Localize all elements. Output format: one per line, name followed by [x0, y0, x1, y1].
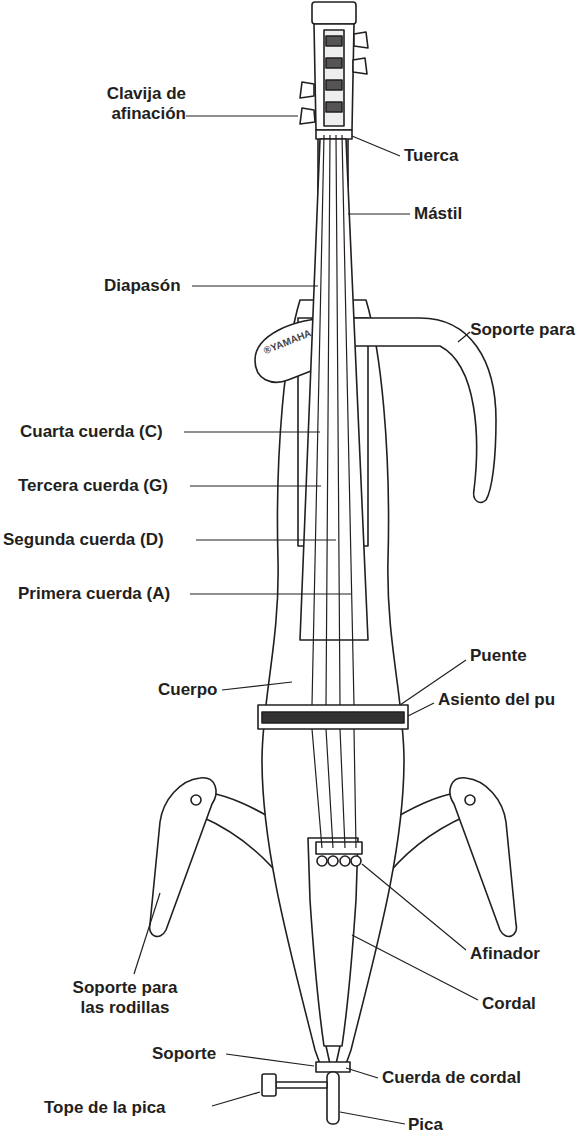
- tuner: [328, 856, 338, 866]
- part-label: Soporte para: [470, 320, 575, 340]
- leader-lines: [134, 116, 478, 1124]
- tuner: [316, 842, 362, 854]
- endpin-rod: [276, 1082, 327, 1088]
- nut: [316, 130, 352, 139]
- part-label: Asiento del pu: [438, 690, 555, 710]
- bridge-seat: [262, 712, 404, 723]
- part-label: Tope de la pica: [44, 1098, 166, 1118]
- part-label: Cuerda de cordal: [382, 1068, 521, 1088]
- tuner: [351, 856, 361, 866]
- tuner: [340, 856, 350, 866]
- part-label: Primera cuerda (A): [18, 584, 170, 604]
- part-label: Tercera cuerda (G): [18, 476, 168, 496]
- part-label: Soporte: [152, 1044, 216, 1064]
- strings: [312, 135, 356, 848]
- part-label: Afinador: [470, 944, 540, 964]
- part-label: Puente: [470, 646, 527, 666]
- bridge: [258, 705, 408, 729]
- part-label: Cordal: [482, 994, 536, 1014]
- part-label: Soporte para las rodillas: [60, 978, 190, 1018]
- part-label: Clavija de afinación: [50, 84, 186, 124]
- holder: [316, 1062, 350, 1072]
- part-label: Pica: [408, 1115, 443, 1135]
- part-label: Diapasón: [104, 276, 181, 296]
- endpin-stopper: [262, 1074, 276, 1096]
- part-label: Cuarta cuerda (C): [20, 422, 163, 442]
- part-label: Tuerca: [404, 146, 459, 166]
- endpin: [327, 1072, 339, 1124]
- tuner: [317, 856, 327, 866]
- part-label: Cuerpo: [158, 680, 218, 700]
- pegbox: [300, 2, 368, 130]
- part-label: Mástil: [414, 204, 462, 224]
- tailpiece: [308, 838, 358, 1046]
- part-label: Segunda cuerda (D): [3, 530, 164, 550]
